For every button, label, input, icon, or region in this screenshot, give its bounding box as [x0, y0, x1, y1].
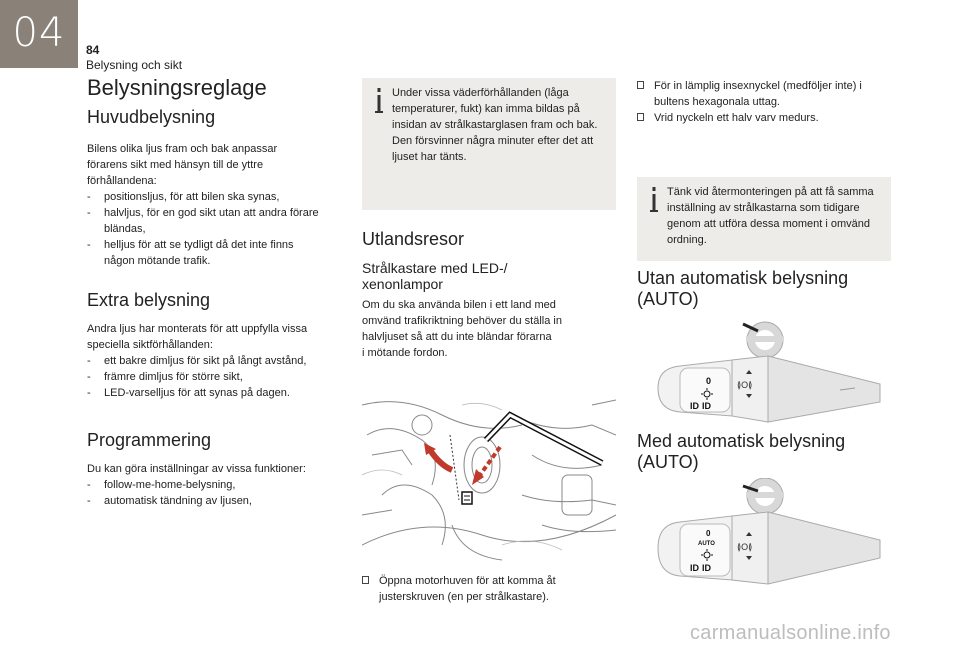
svg-text:ID: ID	[702, 401, 712, 411]
page-title: Belysningsreglage	[87, 75, 267, 100]
info-line: ordning.	[667, 234, 707, 246]
info-line: temperaturer, fukt) kan imma bildas på	[392, 103, 580, 115]
info-line: insidan av strålkastarglasen fram och ba…	[392, 119, 598, 131]
watermark: carmanualsonline.info	[690, 622, 891, 644]
svg-text:ID: ID	[702, 563, 712, 573]
svg-text:AUTO: AUTO	[698, 541, 715, 547]
info-icon	[650, 187, 658, 212]
info-line: Den försvinner några minuter efter det a…	[392, 135, 594, 147]
info-box-reassembly: Tänk vid återmonteringen på att få samma…	[637, 177, 891, 261]
list-item: - ett bakre dimljus för sikt på långt av…	[87, 355, 307, 367]
paragraph-line: omvänd trafikriktning behöver du ställa …	[362, 315, 562, 327]
info-line: genom att utföra dessa moment i omvänd	[667, 218, 870, 230]
checkbox-icon	[362, 576, 369, 584]
step-open-hood: Öppna motorhuven för att komma åt juster…	[362, 573, 619, 605]
programming-heading: Programmering	[87, 430, 212, 450]
svg-text:ID: ID	[690, 401, 700, 411]
list-item: - LED-varselljus för att synas på dagen.	[87, 387, 290, 399]
svg-text:ID: ID	[690, 563, 700, 573]
paragraph-line: i mötande fordon.	[362, 347, 448, 359]
travel-abroad-heading: Utlandsresor	[362, 229, 465, 249]
auto-heading: Med automatisk belysning (AUTO)	[637, 431, 846, 472]
svg-text:≬O≬: ≬O≬	[737, 380, 752, 390]
paragraph-line: förhållandena:	[87, 175, 157, 187]
chapter-tab: 04	[0, 0, 78, 68]
paragraph-line: Om du ska använda bilen i ett land med	[362, 299, 556, 311]
list-item: - främre dimljus för större sikt,	[87, 371, 243, 383]
checkbox-icon	[637, 81, 644, 89]
adjust-steps: För in lämplig insexnyckel (medföljer in…	[637, 78, 897, 126]
extra-lighting-section: Andra ljus har monterats för att uppfyll…	[87, 321, 352, 401]
list-item: - follow-me-home-belysning,	[87, 479, 236, 491]
info-icon	[375, 88, 383, 113]
list-item: - positionsljus, för att bilen ska synas…	[87, 191, 280, 203]
info-line: inställning av strålkastarna som tidigar…	[667, 202, 860, 214]
steering-wheel-icon	[742, 478, 784, 515]
step-insert-key: För in lämplig insexnyckel (medföljer in…	[637, 78, 897, 110]
programming-section: Du kan göra inställningar av vissa funkt…	[87, 461, 352, 509]
paragraph-line: förarens sikt med hänsyn till de yttre	[87, 159, 264, 171]
list-item: - helljus för att se tydligt då det inte…	[87, 239, 294, 267]
no-auto-heading: Utan automatisk belysning (AUTO)	[637, 268, 849, 309]
list-item: - automatisk tändning av ljusen,	[87, 495, 252, 507]
led-xenon-section: Om du ska använda bilen i ett land med o…	[362, 297, 616, 361]
stalk-with-auto-illustration: 0 AUTO ID ID ≬O≬	[657, 478, 881, 585]
led-xenon-heading: Strålkastare med LED-/ xenonlampor	[362, 260, 508, 292]
extra-lighting-heading: Extra belysning	[87, 290, 211, 310]
steering-wheel-icon	[742, 321, 784, 359]
info-box-condensation: Under vissa väderförhållanden (låga temp…	[362, 78, 616, 210]
paragraph-line: Bilens olika ljus fram och bak anpassar	[87, 143, 278, 155]
chapter-number: 04	[12, 10, 66, 56]
engine-bay-illustration	[362, 395, 616, 565]
main-lighting-section: Bilens olika ljus fram och bak anpassar …	[87, 141, 352, 269]
paragraph-line: halvljuset så att du inte bländar förarn…	[362, 331, 552, 343]
list-item: - halvljus, för en god sikt utan att and…	[87, 207, 319, 235]
step-turn-key: Vrid nyckeln ett halv varv medurs.	[637, 110, 897, 126]
info-line: Under vissa väderförhållanden (låga	[392, 87, 569, 99]
stalk-without-auto-illustration: 0 ID ID ≬O≬	[657, 321, 881, 423]
paragraph-line: Du kan göra inställningar av vissa funkt…	[87, 463, 306, 475]
paragraph-line: speciella siktförhållanden:	[87, 339, 213, 351]
info-line: Tänk vid återmonteringen på att få samma	[667, 186, 874, 198]
page-number: 84	[86, 43, 100, 57]
svg-text:≬O≬: ≬O≬	[737, 542, 752, 552]
info-line: ljuset har tänts.	[392, 151, 467, 163]
main-lighting-heading: Huvudbelysning	[87, 107, 216, 127]
svg-text:0: 0	[706, 529, 711, 538]
chapter-title: Belysning och sikt	[86, 58, 183, 72]
paragraph-line: Andra ljus har monterats för att uppfyll…	[87, 323, 308, 335]
svg-text:0: 0	[706, 376, 711, 386]
checkbox-icon	[637, 113, 644, 121]
